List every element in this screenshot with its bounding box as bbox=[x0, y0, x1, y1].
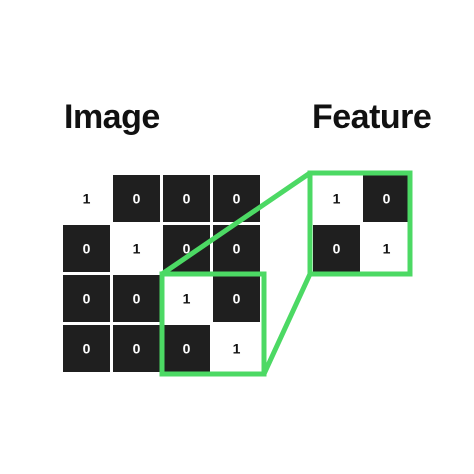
feature-cell bbox=[363, 225, 410, 272]
image-cell-value: 0 bbox=[133, 341, 141, 357]
image-cell-value: 1 bbox=[133, 241, 141, 257]
image-cell-value: 0 bbox=[233, 241, 241, 257]
image-cell bbox=[213, 325, 260, 372]
feature-cell-value: 1 bbox=[383, 241, 391, 257]
feature-highlight-box bbox=[307, 170, 413, 277]
image-cell bbox=[113, 225, 160, 272]
image-cell-value: 1 bbox=[83, 191, 91, 207]
image-cell bbox=[63, 225, 110, 272]
image-cell-value: 0 bbox=[83, 241, 91, 257]
image-cell-value: 0 bbox=[233, 291, 241, 307]
image-cell bbox=[63, 275, 110, 322]
image-grid: 1 0 0 0 0 1 0 0 0 0 1 0 0 0 0 1 bbox=[63, 175, 260, 372]
feature-cell bbox=[313, 175, 360, 222]
feature-cell-value: 0 bbox=[383, 191, 391, 207]
image-cell bbox=[113, 325, 160, 372]
image-cell-value: 0 bbox=[183, 341, 191, 357]
image-cell-value: 0 bbox=[133, 191, 141, 207]
image-cell-value: 0 bbox=[133, 291, 141, 307]
connector-line-bottom bbox=[261, 271, 313, 377]
image-cell bbox=[213, 275, 260, 322]
feature-title: Feature bbox=[312, 98, 432, 136]
image-cell-value: 0 bbox=[183, 191, 191, 207]
image-cell bbox=[163, 325, 210, 372]
feature-cell-value: 1 bbox=[333, 191, 341, 207]
image-cell bbox=[163, 275, 210, 322]
feature-cell-value: 0 bbox=[333, 241, 341, 257]
image-cell-value: 0 bbox=[83, 291, 91, 307]
feature-cell bbox=[363, 175, 410, 222]
image-cell bbox=[113, 275, 160, 322]
image-cell bbox=[163, 175, 210, 222]
image-cell-value: 0 bbox=[183, 241, 191, 257]
image-selection-box bbox=[159, 271, 267, 377]
image-cell-value: 0 bbox=[233, 191, 241, 207]
connector-line-top bbox=[159, 170, 313, 277]
image-cell bbox=[113, 175, 160, 222]
image-cell-value: 1 bbox=[233, 341, 241, 357]
image-cell bbox=[63, 175, 110, 222]
feature-cell bbox=[313, 225, 360, 272]
image-cell-value: 1 bbox=[183, 291, 191, 307]
image-cell-value: 0 bbox=[83, 341, 91, 357]
image-cell bbox=[63, 325, 110, 372]
image-title: Image bbox=[64, 98, 160, 136]
feature-grid: 1 0 0 1 bbox=[313, 175, 410, 272]
